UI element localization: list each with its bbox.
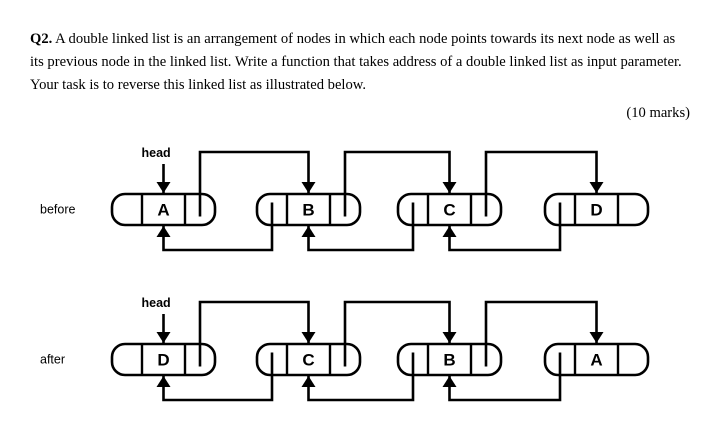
node-before-A: A: [110, 192, 217, 227]
next-arrowhead-C: [442, 182, 457, 193]
head-label: head: [142, 146, 171, 160]
row-label-before: before: [40, 203, 75, 217]
node-value: A: [590, 351, 602, 370]
prev-pointer-D-to-C: [448, 202, 562, 252]
next-arrowhead-B: [442, 332, 457, 343]
node-value: C: [443, 201, 455, 220]
next-pointer-D-to-C: [198, 300, 310, 367]
prev-pointer-A-to-B: [448, 352, 562, 402]
prev-arrowhead-C: [442, 226, 457, 237]
prev-arrowhead-B: [442, 376, 457, 387]
prev-pointer-C-to-B: [307, 202, 415, 252]
node-value: A: [157, 201, 169, 220]
next-pointer-B-to-A: [484, 300, 598, 367]
node-after-D: D: [110, 342, 217, 377]
prev-pointer-B-to-A: [162, 202, 274, 252]
node-after-A: A: [543, 342, 650, 377]
head-label: head: [142, 296, 171, 310]
prev-arrowhead-A: [156, 226, 171, 237]
node-shell: [396, 192, 503, 227]
question-text-block: Q2. A double linked list is an arrangeme…: [30, 28, 690, 97]
next-arrowhead-B: [301, 182, 316, 193]
question-body: A double linked list is an arrangement o…: [30, 31, 682, 93]
node-shell: [543, 192, 650, 227]
prev-pointer-C-to-D: [162, 352, 274, 402]
next-pointer-A-to-B: [198, 150, 310, 217]
node-value: C: [302, 351, 314, 370]
question-paragraph: Q2. A double linked list is an arrangeme…: [30, 28, 690, 97]
node-shell: [255, 342, 362, 377]
next-pointer-B-to-C: [343, 150, 451, 217]
next-pointer-C-to-D: [484, 150, 598, 217]
node-before-B: B: [255, 192, 362, 227]
node-after-C: C: [255, 342, 362, 377]
node-value: D: [157, 351, 169, 370]
node-value: B: [302, 201, 314, 220]
node-shell: [255, 192, 362, 227]
node-value: B: [443, 351, 455, 370]
next-arrowhead-D: [589, 182, 604, 193]
prev-pointer-B-to-C: [307, 352, 415, 402]
node-shell: [396, 342, 503, 377]
node-before-C: C: [396, 192, 503, 227]
prev-arrowhead-C: [301, 376, 316, 387]
head-pointer-arrowhead: [156, 182, 171, 193]
node-before-D: D: [543, 192, 650, 227]
next-arrowhead-A: [589, 332, 604, 343]
head-pointer-arrowhead: [156, 332, 171, 343]
node-shell: [110, 192, 217, 227]
node-after-B: B: [396, 342, 503, 377]
question-number: Q2.: [30, 31, 53, 47]
prev-arrowhead-B: [301, 226, 316, 237]
node-value: D: [590, 201, 602, 220]
node-shell: [543, 342, 650, 377]
node-shell: [110, 342, 217, 377]
next-arrowhead-C: [301, 332, 316, 343]
marks-line: (10 marks): [626, 105, 690, 121]
prev-arrowhead-D: [156, 376, 171, 387]
row-label-after: after: [40, 353, 65, 367]
next-pointer-C-to-B: [343, 300, 451, 367]
